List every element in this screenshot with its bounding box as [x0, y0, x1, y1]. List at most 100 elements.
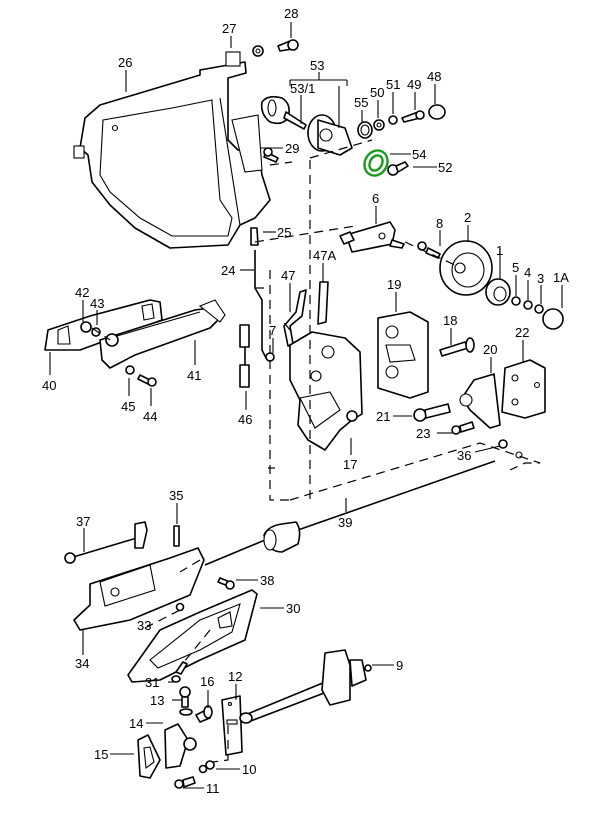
part-35-pin[interactable] [173, 525, 180, 547]
part-24-rod[interactable] [254, 250, 275, 362]
part-5-washer[interactable] [511, 296, 521, 306]
part-11-screw[interactable] [174, 776, 196, 789]
label-6[interactable]: 6 [372, 191, 379, 206]
label-33[interactable]: 33 [137, 618, 151, 633]
label-38[interactable]: 38 [260, 573, 274, 588]
label-45[interactable]: 45 [121, 399, 135, 414]
label-34[interactable]: 34 [75, 656, 89, 671]
label-18[interactable]: 18 [443, 313, 457, 328]
label-27[interactable]: 27 [222, 21, 236, 36]
part-27-washer[interactable] [252, 45, 264, 57]
label-53[interactable]: 53 [310, 58, 324, 73]
label-39[interactable]: 39 [338, 515, 352, 530]
part-17-lock-mechanism[interactable] [289, 331, 363, 451]
label-12[interactable]: 12 [228, 669, 242, 684]
part-51-clip[interactable] [388, 115, 398, 125]
part-55-bushing[interactable] [357, 121, 373, 139]
label-53-1[interactable]: 53/1 [290, 81, 315, 96]
label-43[interactable]: 43 [90, 296, 104, 311]
part-6-bracket[interactable] [339, 221, 405, 253]
part-29-screw[interactable] [263, 147, 279, 163]
part-34-handle-bracket[interactable] [73, 547, 205, 631]
part-42-nut[interactable] [80, 321, 92, 333]
part-33-bushing[interactable] [175, 602, 185, 612]
part-30-handle-trim[interactable] [127, 589, 258, 683]
label-42[interactable]: 42 [75, 285, 89, 300]
part-54-seal-ring[interactable] [360, 146, 392, 180]
part-49-screw[interactable] [401, 110, 425, 123]
label-23[interactable]: 23 [416, 426, 430, 441]
label-31[interactable]: 31 [145, 675, 159, 690]
part-18-screw[interactable] [439, 337, 475, 357]
part-22-plate[interactable] [501, 359, 546, 419]
label-1a[interactable]: 1A [553, 270, 569, 285]
part-39-cable[interactable] [204, 460, 496, 566]
part-1-gear[interactable] [485, 278, 511, 306]
label-26[interactable]: 26 [118, 55, 132, 70]
label-16[interactable]: 16 [200, 674, 214, 689]
label-1[interactable]: 1 [496, 243, 503, 258]
label-9[interactable]: 9 [396, 658, 403, 673]
label-11[interactable]: 11 [206, 781, 220, 796]
label-51[interactable]: 51 [386, 77, 400, 92]
part-20-plate[interactable] [459, 373, 501, 429]
label-44[interactable]: 44 [143, 409, 157, 424]
label-41[interactable]: 41 [187, 368, 201, 383]
label-8[interactable]: 8 [436, 216, 443, 231]
label-24[interactable]: 24 [221, 263, 235, 278]
label-20[interactable]: 20 [483, 342, 497, 357]
part-38-screw[interactable] [217, 577, 235, 590]
label-28[interactable]: 28 [284, 6, 298, 21]
part-13-screw[interactable] [179, 686, 193, 716]
label-25[interactable]: 25 [277, 225, 291, 240]
label-46[interactable]: 46 [238, 412, 252, 427]
label-37[interactable]: 37 [76, 514, 90, 529]
part-37-link[interactable] [64, 521, 148, 564]
label-22[interactable]: 22 [515, 325, 529, 340]
label-29[interactable]: 29 [285, 141, 299, 156]
part-41-handle-mechanism[interactable] [99, 299, 226, 369]
part-9-door-check[interactable] [239, 649, 372, 724]
label-3[interactable]: 3 [537, 271, 544, 286]
part-36-washer[interactable] [498, 439, 523, 459]
label-47[interactable]: 47 [281, 268, 295, 283]
part-23-screw[interactable] [451, 421, 475, 435]
part-26-door-panel[interactable] [73, 51, 271, 249]
label-36[interactable]: 36 [457, 448, 471, 463]
label-35[interactable]: 35 [169, 488, 183, 503]
label-19[interactable]: 19 [387, 277, 401, 292]
part-10-washers[interactable] [198, 760, 215, 774]
part-19-striker[interactable] [377, 311, 429, 399]
part-53-1-key[interactable] [260, 95, 307, 130]
label-52[interactable]: 52 [438, 160, 452, 175]
part-52-lever[interactable] [387, 161, 409, 176]
part-2-pulley[interactable] [439, 240, 493, 296]
label-17[interactable]: 17 [343, 457, 357, 472]
part-44-screw[interactable] [137, 374, 157, 387]
part-53-lock-cylinder[interactable] [307, 114, 353, 156]
part-28-screw[interactable] [277, 39, 299, 52]
label-50[interactable]: 50 [370, 85, 384, 100]
part-16-screw[interactable] [195, 705, 213, 723]
label-5[interactable]: 5 [512, 260, 519, 275]
part-4-clip[interactable] [523, 300, 533, 310]
part-48-cap[interactable] [428, 104, 446, 120]
label-55[interactable]: 55 [354, 95, 368, 110]
part-25-knob[interactable] [250, 227, 259, 246]
label-40[interactable]: 40 [42, 378, 56, 393]
part-45-washer[interactable] [125, 365, 135, 375]
part-40-bracket[interactable] [44, 299, 163, 351]
part-15-seal-plate[interactable] [137, 734, 161, 779]
label-14[interactable]: 14 [129, 716, 143, 731]
label-30[interactable]: 30 [286, 601, 300, 616]
part-31-screw[interactable] [171, 661, 188, 683]
part-12-plate[interactable] [221, 695, 243, 756]
label-2[interactable]: 2 [464, 210, 471, 225]
label-10[interactable]: 10 [242, 762, 256, 777]
part-50-washer[interactable] [373, 119, 385, 131]
part-3-nut[interactable] [534, 304, 544, 314]
label-48[interactable]: 48 [427, 69, 441, 84]
label-13[interactable]: 13 [150, 693, 164, 708]
label-49[interactable]: 49 [407, 77, 421, 92]
label-21[interactable]: 21 [376, 409, 390, 424]
